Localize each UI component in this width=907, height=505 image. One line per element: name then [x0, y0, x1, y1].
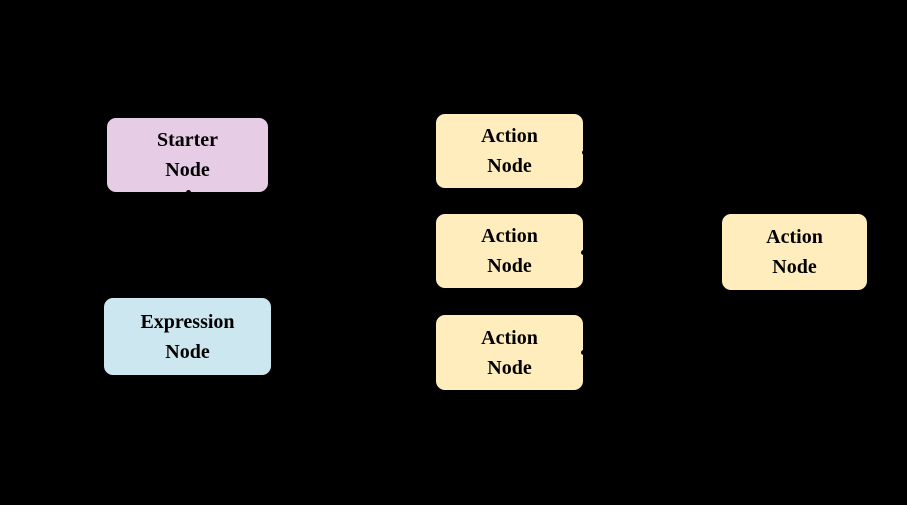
connector-dot-action2-right [581, 250, 586, 255]
connector-dot-action1-right [582, 150, 587, 155]
starter-node: Starter Node [105, 116, 270, 194]
action-node-2: Action Node [434, 212, 585, 290]
action-node-1: Action Node [434, 112, 585, 190]
action-node-3: Action Node [434, 313, 585, 392]
expression-node: Expression Node [102, 296, 273, 377]
connector-dot-starter-bottom [186, 190, 191, 195]
connector-dot-expression-right [271, 333, 276, 338]
connector-dot-expression-top [186, 293, 191, 298]
action-node-right: Action Node [720, 212, 869, 292]
connector-dot-action3-right [581, 350, 586, 355]
